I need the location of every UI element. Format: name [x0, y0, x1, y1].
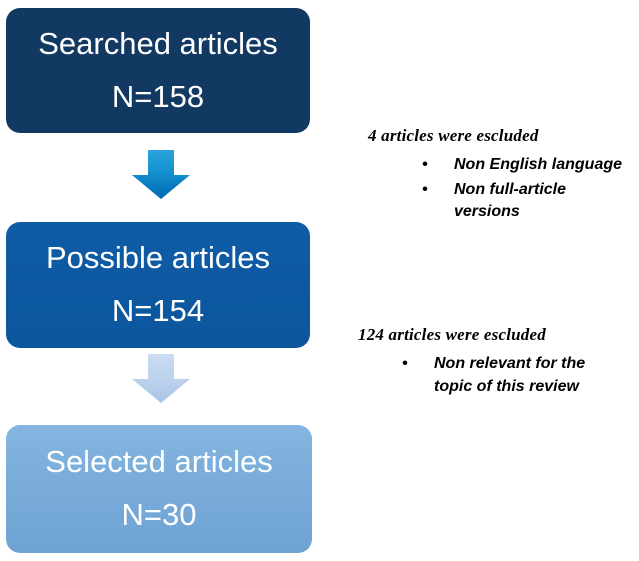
list-item: • Non relevant for the topic of this rev… [358, 353, 626, 398]
exclusion-note-two: 124 articles were escluded • Non relevan… [358, 325, 626, 400]
flow-box-searched-articles: Searched articles N=158 [6, 8, 310, 133]
box-title-searched: Searched articles [38, 25, 278, 61]
flow-box-possible-articles: Possible articles N=154 [6, 222, 310, 348]
exclusion-note-two-heading: 124 articles were escluded [358, 325, 546, 344]
box-count-searched: N=158 [111, 78, 205, 114]
box-count-selected: N=30 [121, 497, 197, 532]
box-count-possible: N=154 [111, 293, 205, 328]
exclusion-note-one-list: • Non English language • Non full-articl… [368, 154, 636, 224]
box-title-selected: Selected articles [45, 444, 273, 480]
exclusion-note-two-list: • Non relevant for the topic of this rev… [358, 353, 626, 398]
list-item: • Non English language [368, 154, 636, 177]
list-item: • Non full-article versions [368, 179, 636, 224]
bullet-icon: • [422, 180, 428, 198]
bullet-icon: • [422, 156, 428, 173]
bullet-icon: • [402, 355, 408, 372]
flow-box-selected-articles: Selected articles N=30 [6, 425, 312, 553]
list-item-label: Non English language [454, 156, 623, 173]
exclusion-note-one: 4 articles were escluded • Non English l… [368, 126, 636, 226]
box-title-possible: Possible articles [46, 240, 270, 276]
exclusion-note-one-heading: 4 articles were escluded [368, 126, 539, 145]
list-item-label: Non relevant for the topic of this revie… [434, 355, 586, 395]
down-arrow-icon-two [131, 354, 191, 404]
list-item-label: Non full-article versions [454, 180, 567, 221]
down-arrow-icon-one [131, 150, 191, 200]
